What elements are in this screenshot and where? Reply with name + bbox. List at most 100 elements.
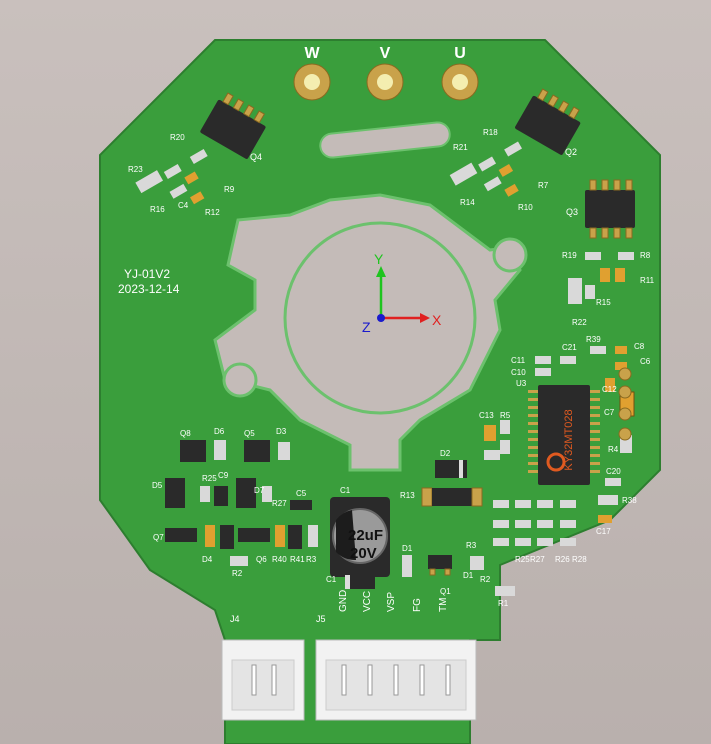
ref-u3: U3 bbox=[516, 379, 527, 388]
ref-q2: Q2 bbox=[565, 147, 577, 157]
mosfet-q3 bbox=[585, 179, 635, 239]
phase-label-w: W bbox=[304, 45, 320, 62]
ref-c8: C8 bbox=[634, 342, 645, 351]
ref-d6: D5 bbox=[152, 481, 163, 490]
mosfet-q4 bbox=[200, 92, 266, 159]
pin-label-fg: FG bbox=[412, 598, 423, 612]
ref-r41: R2 bbox=[232, 569, 243, 578]
ref-r16: R16 bbox=[150, 205, 165, 214]
phase-pads bbox=[293, 63, 479, 101]
resistor-r13 bbox=[421, 487, 483, 507]
electrolytic-capacitor-c1 bbox=[330, 497, 390, 577]
board-name: YJ-01V2 bbox=[124, 267, 170, 281]
ref-c5: R40 bbox=[272, 555, 287, 564]
pin-label-vsp: VSP bbox=[386, 592, 397, 612]
ref-r36: D6 bbox=[214, 427, 225, 436]
ic-marking: KY32MT028 bbox=[563, 409, 575, 470]
ref-r5: R5 bbox=[500, 411, 511, 420]
ref-d5: D7 bbox=[254, 486, 265, 495]
header-pin bbox=[618, 427, 632, 441]
transistor-q1 bbox=[428, 555, 452, 576]
ref-r15: R15 bbox=[596, 298, 611, 307]
header-pin bbox=[618, 385, 632, 399]
ref-r30: R28 bbox=[572, 555, 587, 564]
diode-d1 bbox=[345, 575, 375, 589]
right-lobe-hole bbox=[492, 237, 528, 273]
ref-r39: R39 bbox=[586, 335, 601, 344]
resistor-r1 bbox=[402, 555, 412, 577]
connector-label-j4: J4 bbox=[230, 614, 240, 624]
ref-q6: Q6 bbox=[256, 555, 267, 564]
ref-r20: R20 bbox=[170, 133, 185, 142]
ref-d1: C1 bbox=[326, 575, 337, 584]
ref-c7: C7 bbox=[604, 408, 615, 417]
axis-z-label: Z bbox=[362, 319, 371, 335]
ref-r28: R27 bbox=[530, 555, 545, 564]
ref-c9: D4 bbox=[202, 555, 213, 564]
left-power-stage bbox=[165, 440, 318, 566]
ref-r10: R10 bbox=[518, 203, 533, 212]
ref-r12: R12 bbox=[205, 208, 220, 217]
ref-r2: R27 bbox=[272, 499, 287, 508]
ref-d8: C9 bbox=[218, 471, 229, 480]
ref-d4: R41 bbox=[290, 555, 305, 564]
ref-q1: Q1 bbox=[440, 587, 451, 596]
ref-r14: R14 bbox=[460, 198, 475, 207]
ref-r22: R22 bbox=[572, 318, 587, 327]
ref-r38: R38 bbox=[622, 496, 637, 505]
ref-r37: R1 bbox=[498, 599, 509, 608]
header-pin bbox=[618, 367, 632, 381]
header-pin bbox=[618, 407, 632, 421]
axis-x-label: X bbox=[432, 312, 442, 328]
ref-r3: R25 bbox=[202, 474, 217, 483]
left-lobe-hole bbox=[222, 362, 258, 398]
ref-r35: D3 bbox=[276, 427, 287, 436]
ref-r1: D1 bbox=[402, 544, 413, 553]
ref-r8: R8 bbox=[640, 251, 651, 260]
ref-r33: R26 bbox=[555, 555, 570, 564]
ref-q8: Q8 bbox=[180, 429, 191, 438]
ref-c13: C13 bbox=[479, 411, 494, 420]
ref-q4: Q4 bbox=[250, 152, 262, 162]
ref-r40: R3 bbox=[306, 555, 317, 564]
ref-c10: C10 bbox=[511, 368, 526, 377]
phase-label-v: V bbox=[380, 45, 391, 62]
connector-j5 bbox=[315, 639, 477, 721]
pin-label-vcc: VCC bbox=[362, 591, 373, 612]
ref-r13: R13 bbox=[400, 491, 415, 500]
ref-r27: R2 bbox=[480, 575, 491, 584]
ref-r18: R18 bbox=[483, 128, 498, 137]
diode-d2 bbox=[435, 460, 467, 478]
ref-c12: C12 bbox=[602, 385, 617, 394]
ref-r26: R25 bbox=[515, 555, 530, 564]
ref-c21: C21 bbox=[562, 343, 577, 352]
ref-r21: R21 bbox=[453, 143, 468, 152]
right-resistor-cluster bbox=[449, 141, 523, 197]
ref-r23: R23 bbox=[128, 165, 143, 174]
ref-c11: C11 bbox=[511, 356, 526, 365]
ref-r7: R7 bbox=[538, 181, 549, 190]
ic-u3 bbox=[528, 385, 600, 485]
ref-r4: R4 bbox=[608, 445, 619, 454]
ref-c3: C4 bbox=[178, 201, 189, 210]
axis-gizmo bbox=[376, 266, 430, 323]
left-resistor-cluster bbox=[135, 149, 208, 205]
ref-q3: Q3 bbox=[566, 207, 578, 217]
ref-q7: Q7 bbox=[153, 533, 164, 542]
ref-c17: C17 bbox=[596, 527, 611, 536]
mosfet-q2 bbox=[515, 88, 581, 155]
phase-label-u: U bbox=[454, 45, 466, 62]
pin-label-tm: TM bbox=[438, 598, 449, 612]
ref-d2: D2 bbox=[440, 449, 451, 458]
ref-r6: D1 bbox=[463, 571, 474, 580]
ref-c6: C6 bbox=[640, 357, 651, 366]
pin-label-gnd: GND bbox=[338, 590, 349, 612]
connector-j4 bbox=[221, 639, 305, 721]
board-date: 2023-12-14 bbox=[118, 282, 180, 296]
resistor-block-right bbox=[568, 252, 634, 304]
ref-r9: R9 bbox=[224, 185, 235, 194]
capacitor-voltage: 20V bbox=[350, 545, 377, 562]
ref-r19: R19 bbox=[562, 251, 577, 260]
axis-y-label: Y bbox=[374, 251, 384, 267]
